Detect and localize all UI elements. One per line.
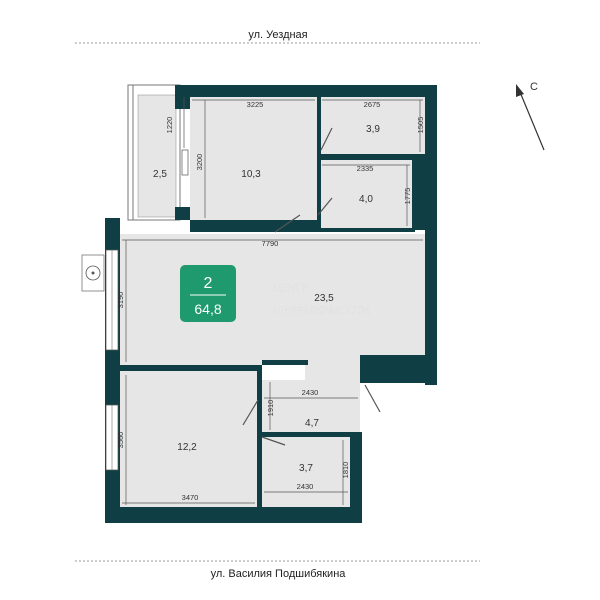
floor-hall [262,380,360,432]
dim-bedroom-bottom-height: 3560 [116,432,125,449]
wall-right-lower [412,160,437,230]
fan-hub [91,271,95,275]
area-bedroom-top: 10,3 [241,169,261,180]
compass: С [516,81,545,151]
dim-bath-top-height: 1505 [416,117,425,134]
partition-top-vertical [317,97,321,228]
door-bedroom-top [274,214,301,233]
partition-hall-bath [262,432,350,437]
floor-bedroom-bottom [120,370,257,507]
floor-bath-bottom [262,437,350,507]
street-label-bottom: ул. Василия Подшибякина [211,568,347,580]
dim-bath-bottom-height: 1810 [341,462,350,479]
dim-bath-mid-height: 1775 [403,188,412,205]
area-bath-mid: 4,0 [359,194,373,205]
balcony [127,84,181,221]
partition-living-bedroom [120,365,260,371]
dimension-labels: 1220 3225 3200 2675 1505 2335 1775 7790 … [116,100,425,502]
floor-bedroom-top [190,97,317,220]
watermark-line1: ЦЕНТР [274,283,308,294]
watermark: ЦЕНТР НЕДВИЖИМОСТИ [274,283,370,317]
door-entrance [364,384,381,413]
wall-right-bottom [350,432,362,523]
floor-bath-mid [320,160,412,228]
partition-bedroom-hall [257,365,262,507]
wall-right-upper [425,85,437,385]
wall-balcony-joint [175,97,190,109]
dim-hall-height: 1910 [266,400,275,417]
area-balcony: 2,5 [153,169,167,180]
ac-unit [81,254,105,292]
partition-bath-split [320,154,425,160]
balcony-floor [137,94,177,218]
dim-bath-bottom-width: 2430 [297,482,314,491]
wall-bottom [105,507,360,523]
badge-rooms: 2 [204,275,213,292]
dim-bedroom-top-width: 3225 [247,100,264,109]
dim-bath-mid-width: 2335 [357,164,374,173]
door-bath-bottom [261,436,286,446]
room-areas: 2,5 10,3 3,9 4,0 23,5 12,2 4,7 3,7 [153,124,380,474]
doors [242,127,381,446]
compass-arrow-head [516,84,524,97]
compass-arrow-line [519,91,545,151]
wall-living-right-corner [360,355,437,383]
wall-balcony-bottom [175,207,190,220]
badge-total-area: 64,8 [194,301,221,317]
area-living: 23,5 [314,293,334,304]
door-bedroom-bottom [242,399,259,426]
dim-bedroom-bottom-width: 3470 [182,493,199,502]
watermark-line2: НЕДВИЖИМОСТИ [274,305,370,317]
dim-bedroom-top-height: 3200 [195,154,204,171]
badge-background [180,265,236,322]
windows [105,149,189,471]
partition-living-hall [262,360,308,365]
window-balcony-door [181,149,189,176]
dim-bath-top-width: 2675 [364,100,381,109]
dim-living-height: 3190 [116,292,125,309]
dim-balcony: 1220 [165,117,174,134]
street-label-top: ул. Уездная [248,29,307,41]
fan-icon [85,265,101,281]
compass-label: С [530,81,538,93]
door-bath-top [320,127,333,151]
area-hall: 4,7 [305,418,319,429]
area-bath-top: 3,9 [366,124,380,135]
partitions [120,97,425,507]
dimension-lines [122,97,423,505]
wall-top-block [175,85,435,97]
area-bath-bottom: 3,7 [299,463,313,474]
door-bath-mid [317,197,333,216]
apartment-badge: 2 64,8 [180,265,236,322]
dim-hall-width: 2430 [302,388,319,397]
dim-living-width: 7790 [262,239,279,248]
floor-bath-top [320,97,425,154]
area-bedroom-bottom: 12,2 [177,442,197,453]
